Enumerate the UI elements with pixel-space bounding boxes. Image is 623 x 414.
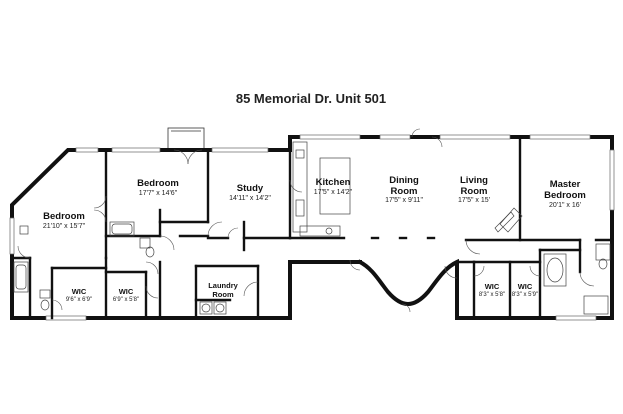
room-name: Bedroom <box>137 178 179 189</box>
room-label-master: Master Bedroom 20'1" x 16' <box>544 179 586 209</box>
fireplace <box>494 207 523 233</box>
room-name-line2: Room <box>461 186 488 197</box>
room-name: Kitchen <box>316 177 351 188</box>
room-label-dining: Dining Room 17'5" x 9'11" <box>385 175 423 204</box>
plan-title: 85 Memorial Dr. Unit 501 <box>236 91 386 106</box>
room-name-line2: Bedroom <box>544 190 586 201</box>
room-name: WIC <box>72 287 87 296</box>
room-dimensions: 9'6" x 6'9" <box>66 297 92 303</box>
kitchen-fixtures <box>292 141 351 237</box>
room-name: WIC <box>518 282 533 291</box>
room-name-line1: Living <box>460 175 488 186</box>
room-name: WIC <box>485 282 500 291</box>
room-name: Bedroom <box>43 211 85 222</box>
room-name-line2: Room <box>212 290 234 299</box>
room-label-wic-3: WIC 8'3" x 5'8" <box>479 282 505 298</box>
room-name-line2: Room <box>391 186 418 197</box>
room-label-bedroom-left: Bedroom 21'10" x 15'7" <box>43 211 86 230</box>
room-dimensions: 17'5" x 15' <box>458 197 490 204</box>
room-label-wic-1: WIC 9'6" x 6'9" <box>66 287 92 303</box>
bath-master <box>543 243 611 315</box>
bath-left <box>13 225 51 311</box>
room-name-line1: Master <box>550 179 581 190</box>
room-name: Study <box>237 183 264 194</box>
laundry-fixtures <box>199 281 259 315</box>
balcony-door <box>173 149 203 165</box>
door-swings <box>51 179 541 313</box>
room-name-line1: Dining <box>389 175 419 186</box>
room-name: WIC <box>119 287 134 296</box>
top-door-arc-2 <box>431 136 443 148</box>
windows <box>9 134 615 321</box>
room-label-kitchen: Kitchen 17'5" x 14'2" <box>314 177 353 196</box>
room-dimensions: 8'3" x 5'8" <box>479 292 505 298</box>
room-dimensions: 6'9" x 5'8" <box>113 297 139 303</box>
room-dimensions: 20'1" x 16' <box>549 202 581 209</box>
room-dimensions: 17'7" x 14'6" <box>139 190 178 197</box>
bath-top <box>109 221 175 258</box>
room-name-line1: Laundry <box>208 281 238 290</box>
room-label-bedroom-top: Bedroom 17'7" x 14'6" <box>137 178 179 197</box>
top-door-arc <box>411 128 421 138</box>
room-dimensions: 8'3" x 5'9" <box>512 292 538 298</box>
room-dimensions: 17'5" x 9'11" <box>385 197 423 204</box>
room-label-wic-4: WIC 8'3" x 5'9" <box>512 282 538 298</box>
room-label-study: Study 14'11" x 14'2" <box>229 183 271 202</box>
room-label-wic-2: WIC 6'9" x 5'8" <box>113 287 139 303</box>
room-label-laundry: Laundry Room <box>208 281 238 299</box>
room-label-living: Living Room 17'5" x 15' <box>458 175 490 204</box>
room-dimensions: 17'5" x 14'2" <box>314 189 353 196</box>
room-dimensions: 14'11" x 14'2" <box>229 195 271 202</box>
room-dimensions: 21'10" x 15'7" <box>43 223 86 230</box>
